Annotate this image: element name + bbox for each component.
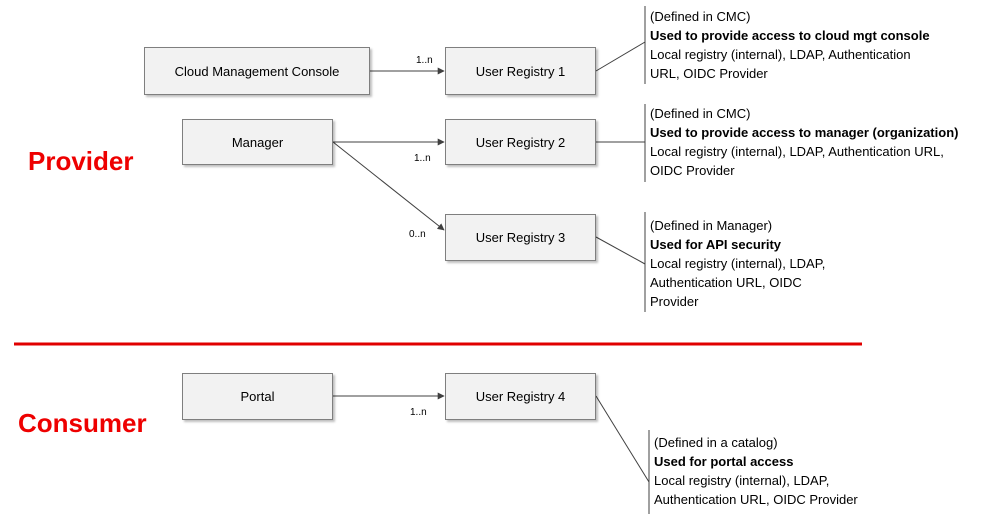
note-link-ur1 <box>595 41 646 72</box>
multiplicity-portal-ur4: 1..n <box>410 407 427 418</box>
note-line: Local registry (internal), LDAP, Authent… <box>650 144 944 159</box>
note-line: (Defined in CMC) <box>650 106 751 121</box>
node-manager: Manager <box>182 119 333 165</box>
node-user-registry-1: User Registry 1 <box>445 47 596 95</box>
note-line: Provider <box>650 294 699 309</box>
note-line: URL, OIDC Provider <box>650 66 768 81</box>
note-user-registry-4: (Defined in a catalog) Used for portal a… <box>654 433 858 509</box>
node-user-registry-4: User Registry 4 <box>445 373 596 420</box>
note-user-registry-2: (Defined in CMC) Used to provide access … <box>650 104 958 180</box>
node-portal: Portal <box>182 373 333 420</box>
node-user-registry-3: User Registry 3 <box>445 214 596 261</box>
note-user-registry-1: (Defined in CMC) Used to provide access … <box>650 7 930 83</box>
multiplicity-cmc-ur1: 1..n <box>416 55 433 66</box>
note-line: OIDC Provider <box>650 163 735 178</box>
note-line: (Defined in Manager) <box>650 218 773 233</box>
note-line-bold: Used for portal access <box>654 454 794 469</box>
note-link-ur4 <box>595 395 650 483</box>
note-link-ur3 <box>595 236 646 265</box>
arrow-manager-to-ur3 <box>332 141 445 231</box>
section-label-consumer: Consumer <box>18 408 147 438</box>
note-line: Local registry (internal), LDAP, <box>654 473 830 488</box>
multiplicity-manager-ur3: 0..n <box>409 229 426 240</box>
note-line-bold: Used for API security <box>650 237 782 252</box>
node-cloud-management-console: Cloud Management Console <box>144 47 370 95</box>
section-label-provider: Provider <box>28 146 134 176</box>
note-line: Local registry (internal), LDAP, Authent… <box>650 47 911 62</box>
node-user-registry-2: User Registry 2 <box>445 119 596 165</box>
note-line-bold: Used to provide access to cloud mgt cons… <box>650 28 930 43</box>
note-line-bold: Used to provide access to manager (organ… <box>650 125 959 140</box>
multiplicity-manager-ur2: 1..n <box>414 153 431 164</box>
note-line: Authentication URL, OIDC <box>650 275 802 290</box>
note-line: (Defined in CMC) <box>650 9 751 24</box>
note-line: Authentication URL, OIDC Provider <box>654 492 858 507</box>
note-line: (Defined in a catalog) <box>654 435 778 450</box>
note-line: Local registry (internal), LDAP, <box>650 256 826 271</box>
note-user-registry-3: (Defined in Manager) Used for API securi… <box>650 216 825 311</box>
